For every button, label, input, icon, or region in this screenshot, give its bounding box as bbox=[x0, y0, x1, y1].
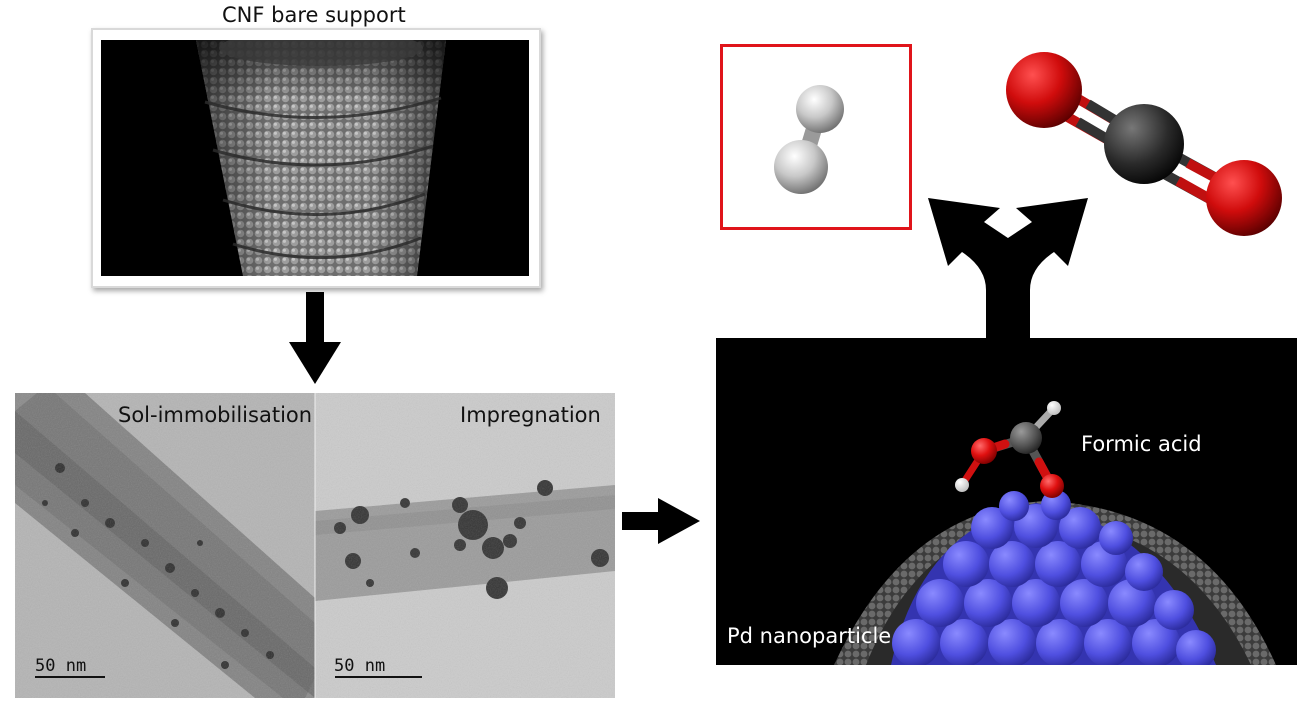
pd-nanoparticle-label: Pd nanoparticle bbox=[727, 624, 892, 648]
down-arrow bbox=[289, 292, 341, 384]
right-arrow bbox=[622, 498, 700, 544]
co2-molecule bbox=[1006, 52, 1282, 236]
formic-acid-label: Formic acid bbox=[1081, 432, 1202, 456]
tem-micrographs bbox=[15, 393, 615, 698]
hydrogen-box bbox=[720, 44, 912, 230]
cnf-title: CNF bare support bbox=[222, 3, 406, 27]
reaction-panel bbox=[716, 338, 1297, 665]
tem-left-scale-label: 50 nm bbox=[35, 656, 87, 676]
branch-arrow bbox=[928, 198, 1088, 338]
tem-right-label: Impregnation bbox=[460, 403, 601, 427]
tem-right-scale-label: 50 nm bbox=[334, 656, 386, 676]
hydrogen-molecule bbox=[774, 85, 844, 194]
tem-left-label: Sol-immobilisation bbox=[118, 403, 313, 427]
cnf-render-image bbox=[101, 40, 529, 276]
cnf-render-frame bbox=[91, 28, 541, 288]
